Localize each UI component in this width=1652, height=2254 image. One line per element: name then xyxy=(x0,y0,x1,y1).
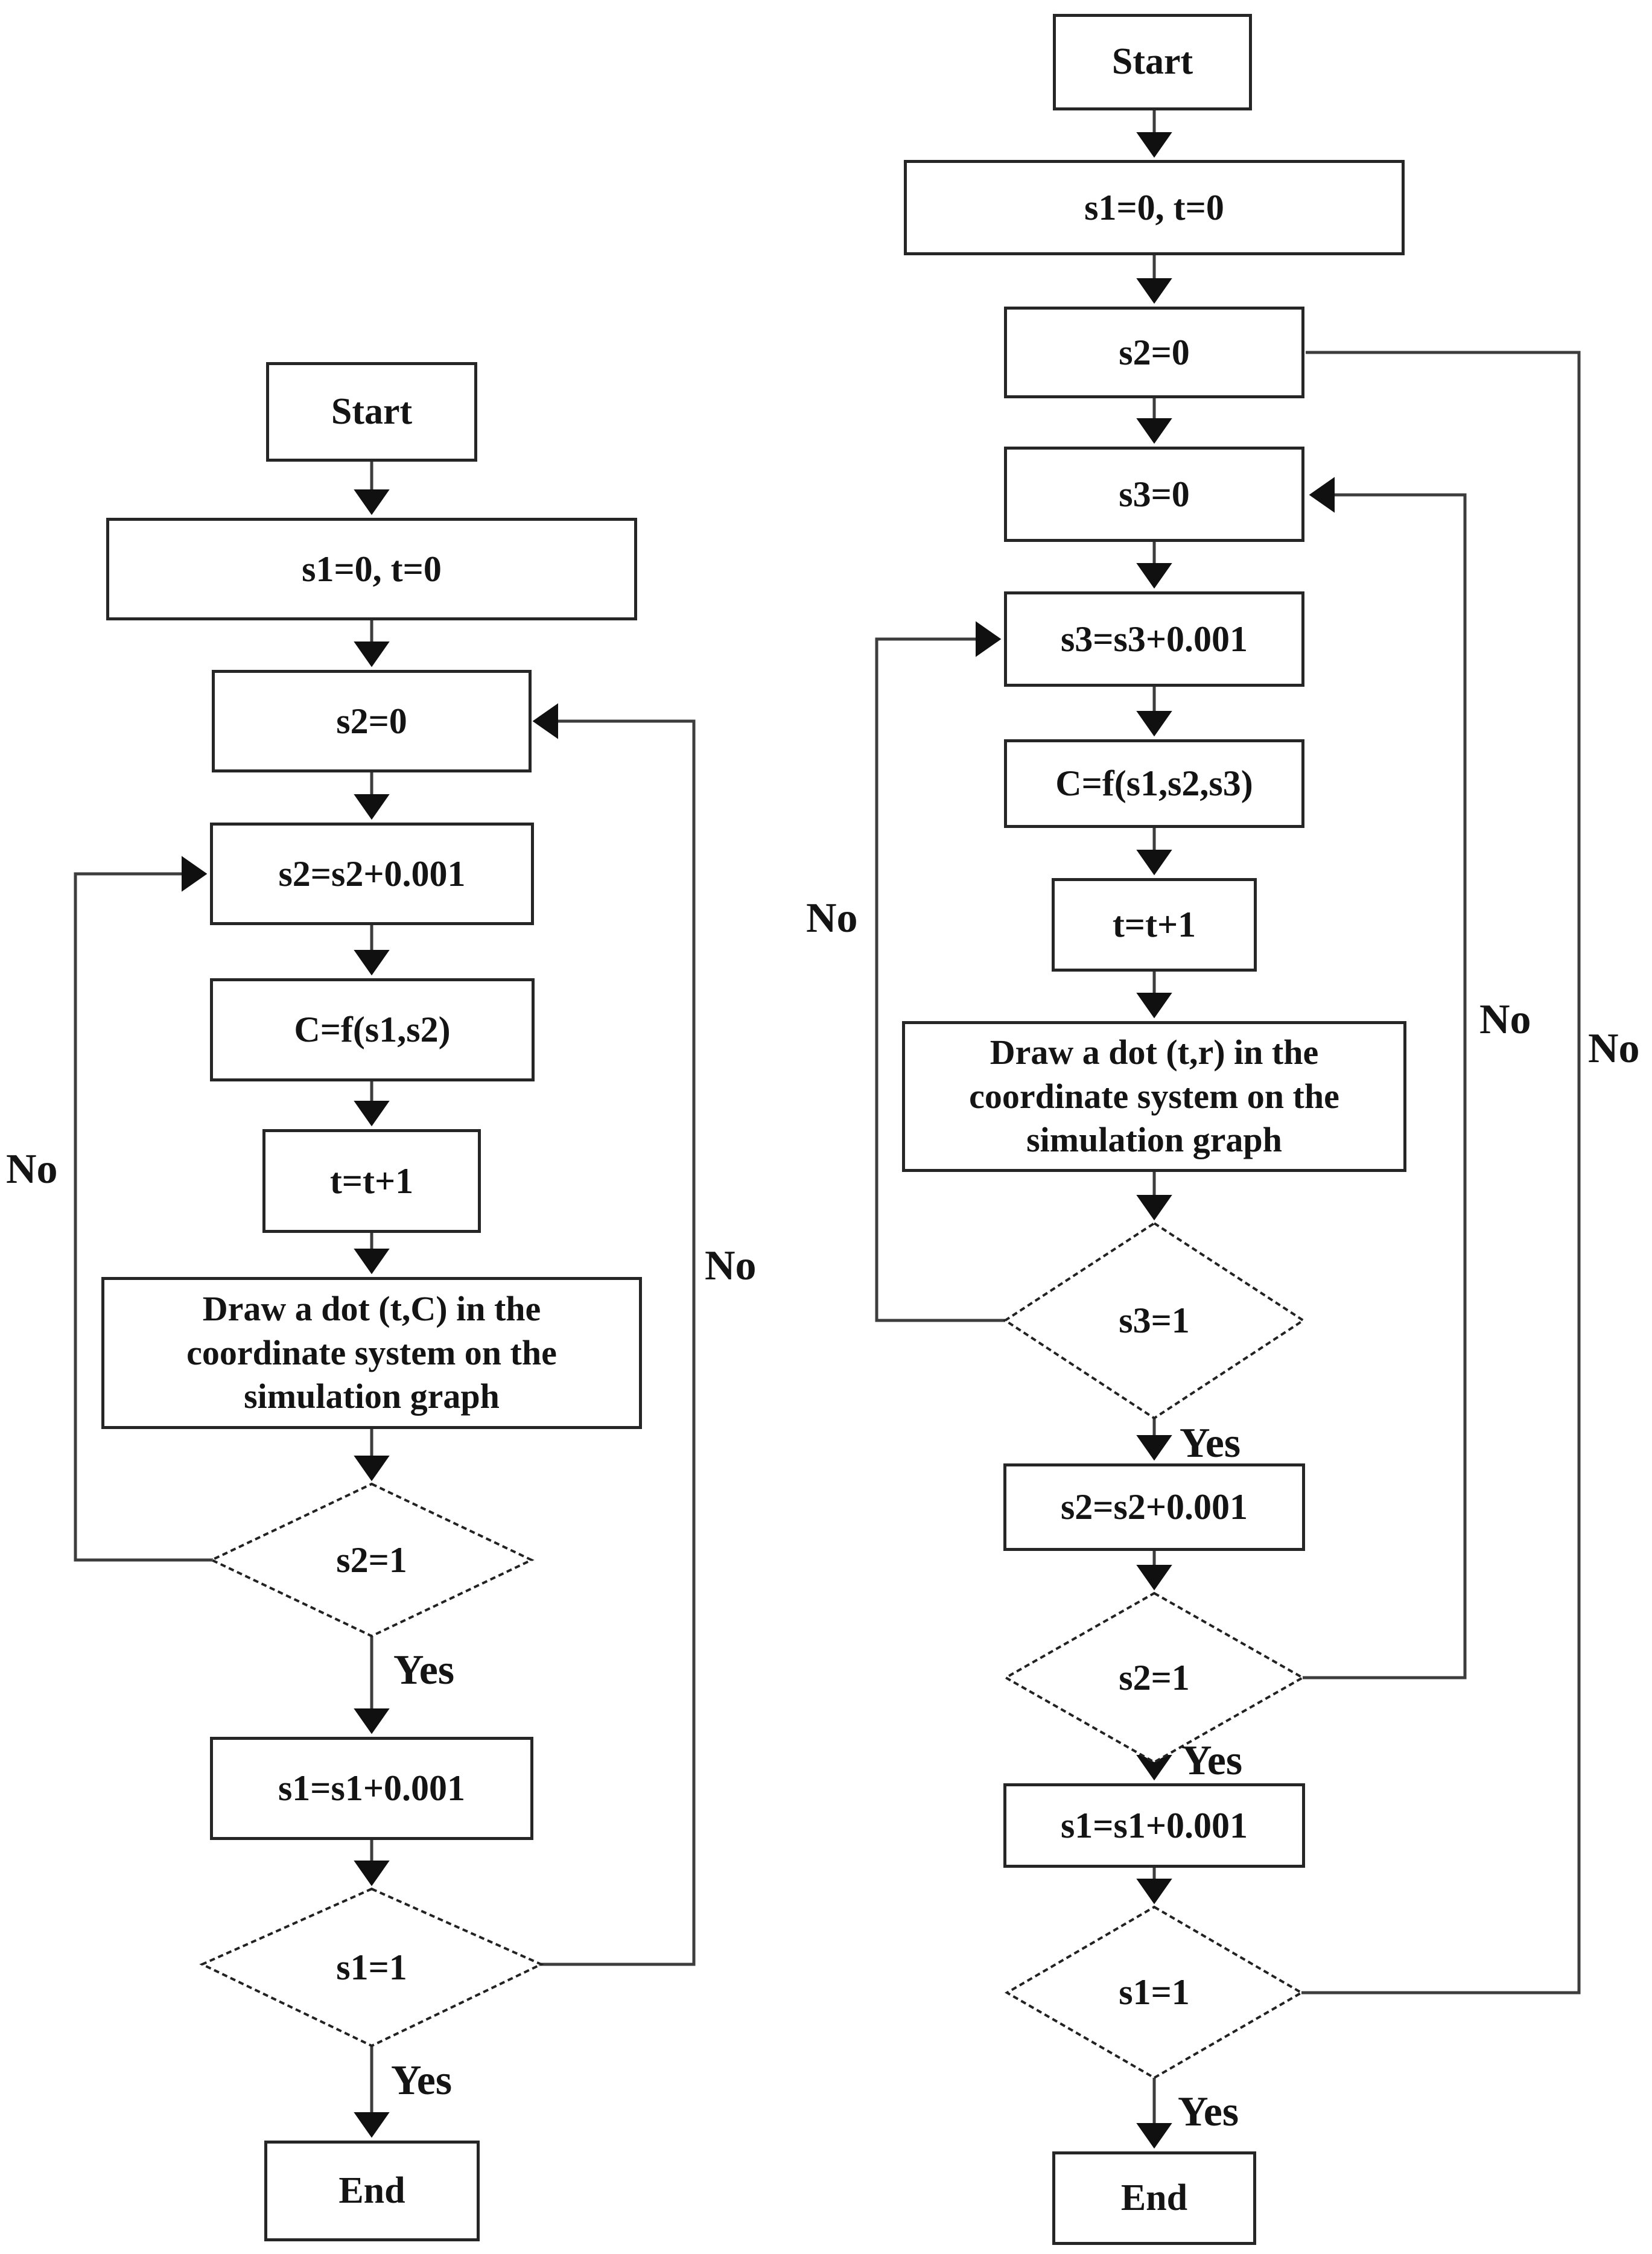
decision-left-s2-label: s2=1 xyxy=(336,1539,407,1580)
node-left-end: End xyxy=(264,2141,480,2241)
node-right-s3-inc: s3=s3+0.001 xyxy=(1004,591,1304,687)
edge-label-right-yes-s1: Yes xyxy=(1178,2089,1239,2135)
edge-label-left-no-s1: No xyxy=(705,1243,757,1289)
diamond-right-dec-s2 xyxy=(1003,1591,1306,1764)
node-right-s2-inc: s2=s2+0.001 xyxy=(1003,1463,1305,1551)
node-left-s2-inc: s2=s2+0.001 xyxy=(210,823,534,925)
node-right-s2-zero: s2=0 xyxy=(1004,307,1304,398)
node-left-t-inc: t=t+1 xyxy=(262,1129,481,1233)
edge-left-decs1-no-loop xyxy=(530,703,696,1966)
node-right-draw: Draw a dot (t,r) in the coordinate syste… xyxy=(902,1021,1406,1172)
node-right-s1-inc: s1=s1+0.001 xyxy=(1003,1783,1305,1868)
node-left-start: Start xyxy=(266,362,477,462)
edge-label-left-no-s2: No xyxy=(6,1146,58,1192)
node-right-c-func: C=f(s1,s2,s3) xyxy=(1004,739,1304,828)
node-right-init: s1=0, t=0 xyxy=(904,160,1405,255)
decision-right-s3-label: s3=1 xyxy=(1119,1301,1190,1340)
node-right-end: End xyxy=(1052,2151,1256,2245)
edge-label-right-no-s2: No xyxy=(1479,996,1531,1043)
node-right-t-inc: t=t+1 xyxy=(1052,878,1257,972)
edge-left-decs2-no-loop xyxy=(74,856,213,1562)
edge-right-decs3-no-loop xyxy=(875,621,1005,1322)
edge-label-right-yes-s2: Yes xyxy=(1181,1737,1243,1784)
node-left-init: s1=0, t=0 xyxy=(106,518,637,620)
node-left-s2-zero: s2=0 xyxy=(212,670,532,772)
edge-label-right-no-s1: No xyxy=(1588,1025,1640,1072)
node-left-draw: Draw a dot (t,C) in the coordinate syste… xyxy=(101,1277,642,1429)
decision-right-s2-label: s2=1 xyxy=(1119,1657,1190,1698)
edge-label-left-yes-s2: Yes xyxy=(393,1647,455,1693)
edge-right-decs2-no-loop xyxy=(1303,477,1467,1679)
decision-right-s1-label: s1=1 xyxy=(1119,1972,1190,2012)
edge-label-left-yes-s1: Yes xyxy=(391,2057,453,2104)
edge-right-decs1-no-loop xyxy=(1301,351,1581,1995)
diamond-left-dec-s1 xyxy=(199,1887,544,2048)
node-right-s3-zero: s3=0 xyxy=(1004,447,1304,542)
diamond-right-dec-s3 xyxy=(1003,1221,1306,1420)
node-left-s1-inc: s1=s1+0.001 xyxy=(210,1737,533,1840)
diamond-left-dec-s2 xyxy=(209,1482,535,1638)
node-right-start: Start xyxy=(1053,14,1252,110)
decision-left-s1-label: s1=1 xyxy=(336,1947,407,1987)
node-left-c-func: C=f(s1,s2) xyxy=(210,978,535,1081)
edge-label-right-yes-s3: Yes xyxy=(1180,1420,1241,1466)
edge-label-right-no-s3: No xyxy=(806,895,858,941)
diamond-right-dec-s1 xyxy=(1005,1905,1304,2080)
